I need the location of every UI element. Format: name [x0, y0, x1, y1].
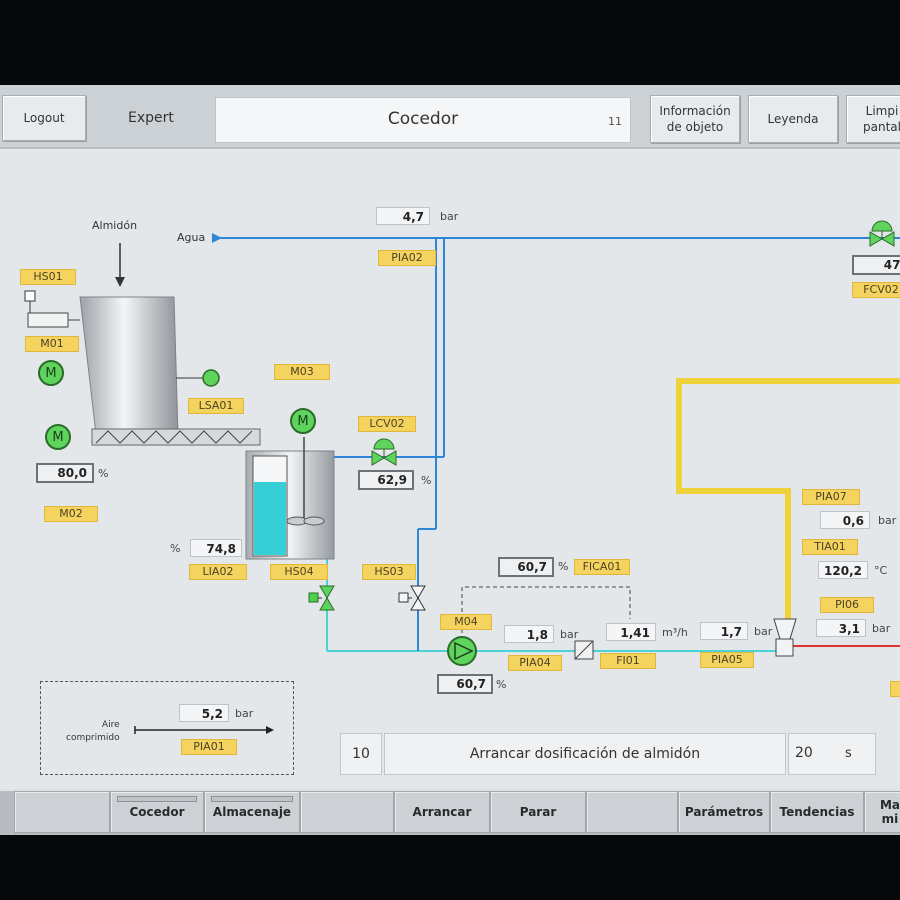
steam-line	[676, 378, 900, 629]
pia01-unit: bar	[235, 707, 254, 720]
hs01-tag[interactable]: HS01	[20, 269, 76, 285]
starch-silo	[79, 296, 261, 446]
logout-button[interactable]: Logout	[2, 95, 86, 141]
lcv02-tag[interactable]: LCV02	[358, 416, 416, 432]
pia04-tag[interactable]: PIA04	[508, 655, 562, 671]
m02-value: 80,0	[36, 463, 94, 483]
tia01-value: 120,2	[818, 561, 868, 579]
step-time: 20 s	[788, 733, 876, 775]
fica01-tag[interactable]: FICA01	[574, 559, 630, 575]
footer-button-blank-2[interactable]	[300, 791, 394, 833]
pia02-tag[interactable]: PIA02	[378, 250, 436, 266]
user-level-label: Expert	[128, 110, 174, 126]
footer-button-blank-3[interactable]	[586, 791, 678, 833]
m01-motor[interactable]: M	[38, 360, 64, 386]
top-toolbar: Logout Expert Cocedor 11 Información de …	[0, 85, 900, 149]
pi06-value: 3,1	[816, 619, 866, 637]
m04-tag[interactable]: M04	[440, 614, 492, 630]
lia02-value: 74,8	[190, 539, 242, 557]
almacenaje-indicator	[211, 796, 293, 802]
step-time-value: 20	[795, 745, 813, 761]
lia02-tag[interactable]: LIA02	[189, 564, 247, 580]
legend-button[interactable]: Leyenda	[748, 95, 838, 143]
m02-unit: %	[98, 467, 109, 480]
hmi-screen: Logout Expert Cocedor 11 Información de …	[0, 85, 900, 835]
m03-tag[interactable]: M03	[274, 364, 330, 380]
lcv02-value: 62,9	[358, 470, 414, 490]
pia05-value: 1,7	[700, 622, 748, 640]
lcv02-unit: %	[421, 474, 432, 487]
pia07-value: 0,6	[820, 511, 870, 529]
step-number: 10	[340, 733, 382, 775]
hs04-tag[interactable]: HS04	[270, 564, 328, 580]
clean-screen-button[interactable]: Limpi pantal	[846, 95, 900, 143]
lia02-unit: %	[170, 542, 181, 555]
screen-title: Cocedor	[387, 109, 459, 129]
hs04-valve	[308, 585, 335, 611]
pi06-tag[interactable]: PI06	[820, 597, 874, 613]
pia02-value: 4,7	[376, 207, 430, 225]
hs03-tag[interactable]: HS03	[362, 564, 416, 580]
screen-number: 11	[608, 115, 622, 128]
parar-button[interactable]: Parar	[490, 791, 586, 833]
pia05-unit: bar	[754, 625, 773, 638]
agua-arrow	[212, 233, 222, 243]
m01-tag[interactable]: M01	[25, 336, 79, 352]
pia01-tag[interactable]: PIA01	[181, 739, 237, 755]
tia01-tag[interactable]: TIA01	[802, 539, 858, 555]
tia01-unit: °C	[874, 564, 888, 577]
piping-diagram	[24, 220, 900, 734]
pia04-value: 1,8	[504, 625, 554, 643]
m03-motor[interactable]: M	[290, 408, 316, 434]
fcv02-value: 47,	[852, 255, 900, 275]
pi06-unit: bar	[872, 622, 891, 635]
arrancar-button[interactable]: Arrancar	[394, 791, 490, 833]
pia01-value: 5,2	[179, 704, 229, 722]
cocedor-button[interactable]: Cocedor	[110, 791, 204, 833]
lsa01-tag[interactable]: LSA01	[188, 398, 244, 414]
fi01-unit: m³/h	[662, 626, 688, 639]
m02-tag[interactable]: M02	[44, 506, 98, 522]
fcv02-tag[interactable]: FCV02	[852, 282, 900, 298]
m04-unit: %	[496, 678, 507, 691]
m04-pump	[447, 636, 477, 666]
parametros-button[interactable]: Parámetros	[678, 791, 770, 833]
more-button[interactable]: Ma mi	[864, 791, 900, 833]
hs03-valve	[398, 585, 426, 611]
pia07-tag[interactable]: PIA07	[802, 489, 860, 505]
process-diagram: Almidón Agua Aire comprimido M M M HS01 …	[0, 149, 900, 789]
bottom-navigation-bar: Cocedor Almacenaje Arrancar Parar Paráme…	[0, 791, 900, 835]
mixing-tank	[245, 437, 335, 560]
step-time-unit: s	[845, 746, 852, 761]
object-info-button[interactable]: Información de objeto	[650, 95, 740, 143]
pia02-unit: bar	[440, 210, 459, 223]
lsa01-indicator	[202, 369, 220, 387]
m04-value: 60,7	[437, 674, 493, 694]
almidon-label: Almidón	[92, 219, 138, 232]
lcv02-valve	[371, 438, 397, 466]
cocedor-label: Cocedor	[129, 805, 185, 819]
m02-motor[interactable]: M	[45, 424, 71, 450]
pia04-unit: bar	[560, 628, 579, 641]
fi01-tag[interactable]: FI01	[600, 653, 656, 669]
tendencias-button[interactable]: Tendencias	[770, 791, 864, 833]
fcv02-valve	[869, 220, 895, 247]
aire-label: Aire comprimido	[66, 720, 120, 743]
partial-tag[interactable]	[890, 681, 900, 697]
footer-button-blank-1[interactable]	[14, 791, 110, 833]
cocedor-indicator	[117, 796, 197, 802]
step-message: Arrancar dosificación de almidón	[384, 733, 786, 775]
agua-label: Agua	[177, 231, 206, 244]
step-status-bar: 10 Arrancar dosificación de almidón 20 s	[340, 733, 876, 775]
almacenaje-label: Almacenaje	[212, 805, 292, 819]
steam-injector	[773, 618, 797, 640]
fi01-value: 1,41	[606, 623, 656, 641]
pia07-unit: bar	[878, 514, 897, 527]
fica01-value: 60,7	[498, 557, 554, 577]
almacenaje-button[interactable]: Almacenaje	[204, 791, 300, 833]
fica01-unit: %	[558, 560, 569, 573]
aire-comprimido-box	[40, 681, 294, 775]
pia05-tag[interactable]: PIA05	[700, 652, 754, 668]
screen-title-box: Cocedor 11	[215, 97, 631, 143]
